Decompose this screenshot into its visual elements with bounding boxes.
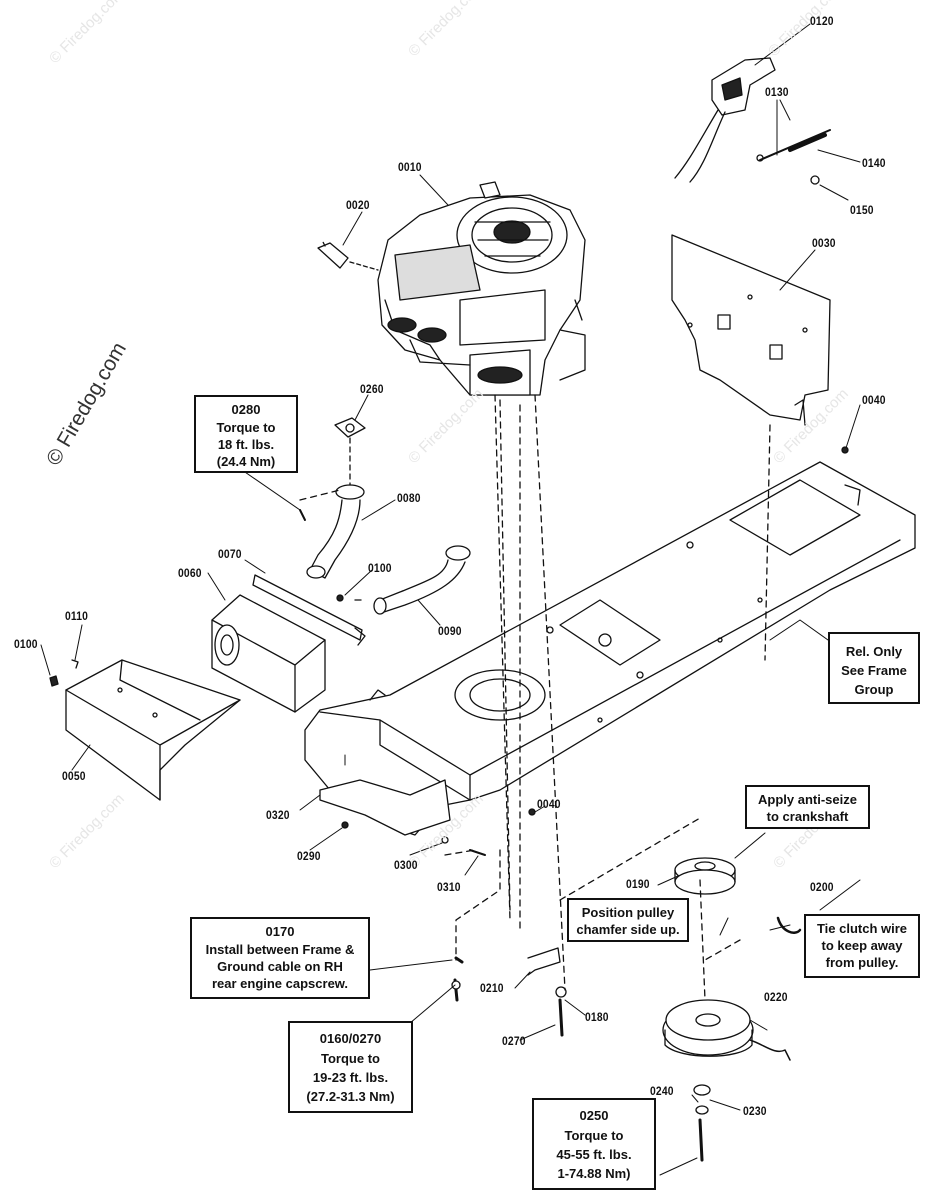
part-label-0220: 0220 (764, 990, 788, 1004)
part-label-0290: 0290 (297, 849, 321, 863)
callout-0250-torque: 0250 Torque to 45-55 ft. lbs. 1-74.88 Nm… (532, 1098, 656, 1190)
exhaust-pipe-part (306, 484, 365, 579)
callout-line: chamfer side up. (576, 922, 680, 937)
shield-panel-part (671, 234, 831, 426)
callout-line: 1-74.88 Nm) (557, 1166, 631, 1181)
part-label-0050: 0050 (62, 769, 86, 783)
callout-pulley-position: Position pulley chamfer side up. (567, 898, 689, 942)
gasket-part (334, 417, 366, 486)
callout-line: from pulley. (825, 955, 899, 970)
electric-clutch-part (662, 999, 791, 1061)
callout-line: to keep away (821, 938, 903, 953)
part-label-0110: 0110 (65, 609, 89, 623)
callout-line: Torque to (321, 1051, 380, 1066)
callout-line: Install between Frame & (205, 942, 355, 957)
clip-part (776, 916, 802, 934)
callout-line: Tie clutch wire (816, 921, 908, 936)
callout-line: (24.4 Nm) (216, 454, 276, 469)
part-label-0270: 0270 (502, 1034, 526, 1048)
part-label-0180: 0180 (585, 1010, 609, 1024)
part-label-0130: 0130 (765, 85, 789, 99)
callout-0280-torque: 0280 Torque to 18 ft. lbs. (24.4 Nm) (194, 395, 298, 473)
callout-line: 19-23 ft. lbs. (312, 1070, 389, 1085)
callout-head: 0170 (265, 924, 295, 939)
callout-frame-reference: Rel. Only See Frame Group (828, 632, 920, 704)
callout-line: Torque to (564, 1128, 624, 1143)
part-label-0190: 0190 (626, 877, 650, 891)
part-label-0030: 0030 (812, 236, 836, 250)
callout-line: See Frame (841, 663, 907, 678)
part-label-0020: 0020 (346, 198, 370, 212)
part-label-0320: 0320 (266, 808, 290, 822)
callout-line: Rel. Only (845, 644, 903, 659)
part-label-0300: 0300 (394, 858, 418, 872)
part-label-0240: 0240 (650, 1084, 674, 1098)
callout-head: 0160/0270 (319, 1031, 382, 1046)
leader-lines (40, 23, 861, 1176)
heat-shield-bracket-part (319, 779, 451, 836)
part-label-0140: 0140 (862, 156, 886, 170)
part-label-0090: 0090 (438, 624, 462, 638)
part-label-0200: 0200 (810, 880, 834, 894)
callout-line: Ground cable on RH (217, 959, 343, 974)
exhaust-pipe-2-part (373, 545, 471, 615)
callout-line: (27.2-31.3 Nm) (306, 1089, 395, 1104)
muffler-part (211, 574, 366, 713)
callout-anti-seize: Apply anti-seize to crankshaft (745, 785, 870, 829)
callout-line: to crankshaft (766, 809, 849, 824)
part-label-0060: 0060 (178, 566, 202, 580)
spark-plug-part (317, 239, 379, 271)
part-label-0080: 0080 (397, 491, 421, 505)
part-label-0260: 0260 (360, 382, 384, 396)
part-label-0100-left: 0100 (14, 637, 38, 651)
callout-line: Torque to (216, 420, 276, 435)
part-label-0310: 0310 (437, 880, 461, 894)
callout-line: 45-55 ft. lbs. (556, 1147, 632, 1162)
part-label-0040-top: 0040 (862, 393, 886, 407)
frame-part (304, 461, 916, 836)
part-label-0010: 0010 (398, 160, 422, 174)
part-label-0070: 0070 (218, 547, 242, 561)
part-label-0150: 0150 (850, 203, 874, 217)
hardware-parts (49, 446, 849, 1162)
callout-0160-0270-torque: 0160/0270 Torque to 19-23 ft. lbs. (27.2… (288, 1021, 413, 1113)
callout-0170-install: 0170 Install between Frame & Ground cabl… (190, 917, 370, 999)
alignment-lines (299, 394, 771, 1001)
callout-line: Group (854, 682, 894, 697)
part-label-0040-mid: 0040 (537, 797, 561, 811)
pulley-part (674, 857, 736, 895)
part-label-0210: 0210 (480, 981, 504, 995)
callout-clutch-wire: Tie clutch wire to keep away from pulley… (804, 914, 920, 978)
callout-head: 0280 (231, 402, 261, 417)
throttle-control-part (674, 57, 831, 185)
part-label-0120: 0120 (810, 14, 834, 28)
part-label-0100-right: 0100 (368, 561, 392, 575)
part-label-0230: 0230 (743, 1104, 767, 1118)
callout-line: Apply anti-seize (758, 792, 857, 807)
callout-line: Position pulley (581, 905, 675, 920)
muffler-shield-part (65, 659, 241, 801)
callout-line: rear engine capscrew. (211, 976, 349, 991)
callout-head: 0250 (579, 1108, 609, 1123)
engine-part (377, 181, 586, 396)
callout-line: 18 ft. lbs. (217, 437, 275, 452)
